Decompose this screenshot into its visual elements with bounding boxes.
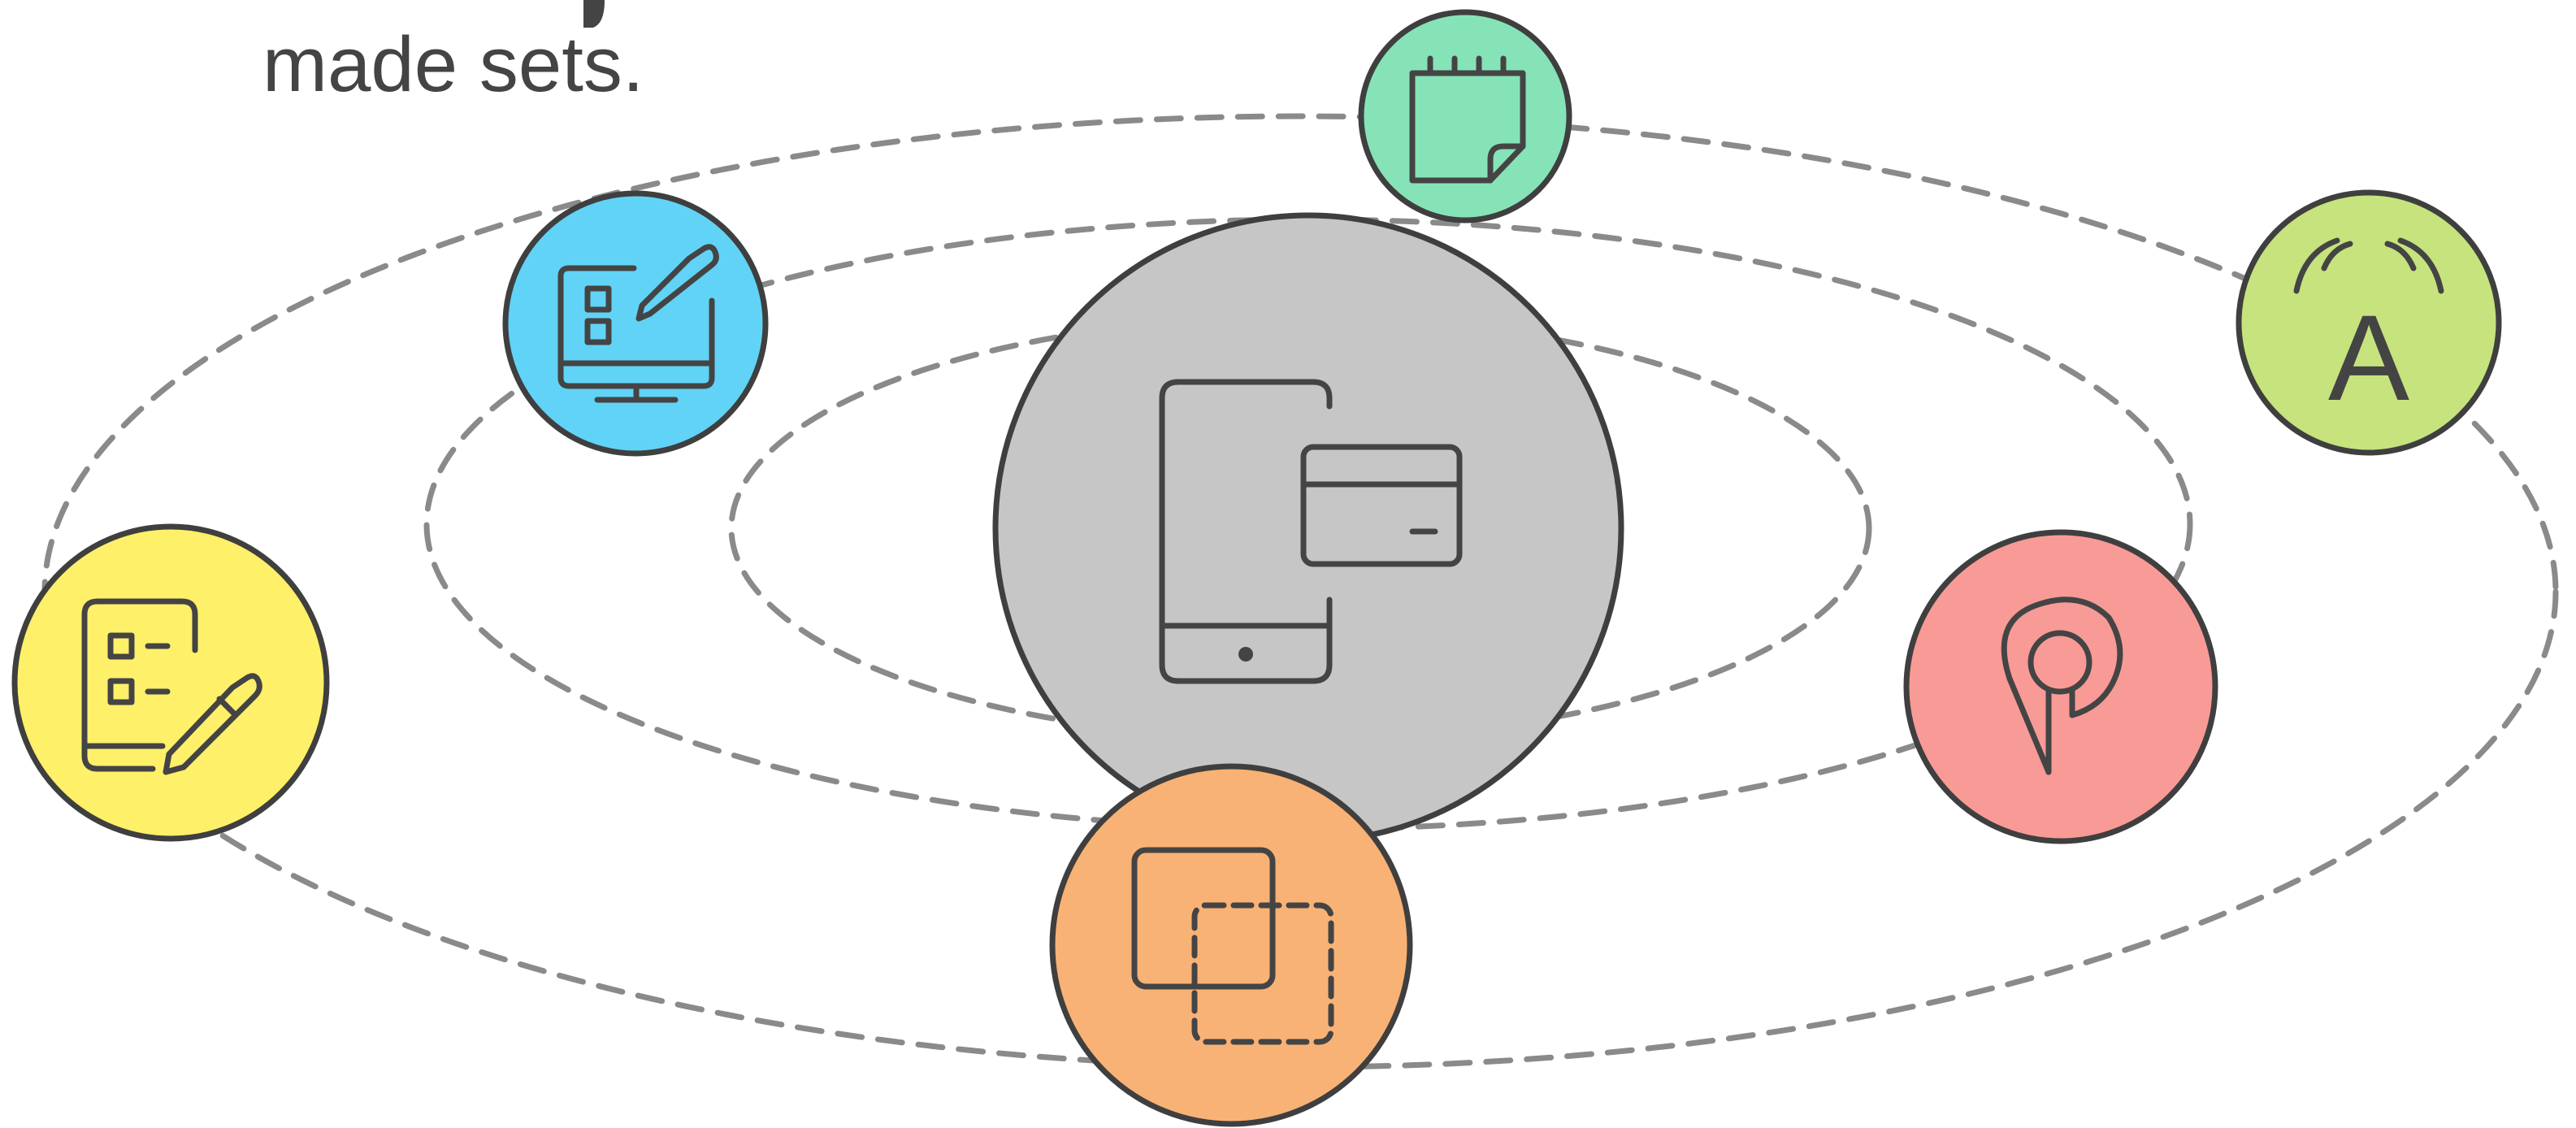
monitor-edit-icon [557,244,719,403]
notepad-node[interactable] [1358,9,1572,223]
form-edit-circle [11,523,330,842]
caption-cropped-glyph [583,0,605,28]
copy-icon [1131,847,1334,1045]
edit-screen-circle [502,190,769,457]
edit-screen-node[interactable] [502,190,769,457]
copy-circle [1049,763,1413,1127]
form-edit-node[interactable] [11,523,330,842]
broadcast-letter: A [2328,289,2409,426]
copy-node[interactable] [1049,763,1413,1127]
broadcast-circle [2236,189,2502,456]
center-node[interactable] [992,212,1624,844]
caption-text: made sets. [262,21,644,108]
broadcast-letter-icon: A [2293,237,2444,426]
form-edit-icon [81,598,262,775]
notepad-circle [1358,9,1572,223]
phone-card-icon [1159,379,1463,684]
broadcast-node[interactable]: A [2236,189,2502,456]
center-circle [992,212,1624,844]
location-pin-circle [1903,529,2218,844]
notepad-icon [1409,55,1526,184]
location-pin-node[interactable] [1903,529,2218,844]
location-pin-icon [2001,597,2123,775]
